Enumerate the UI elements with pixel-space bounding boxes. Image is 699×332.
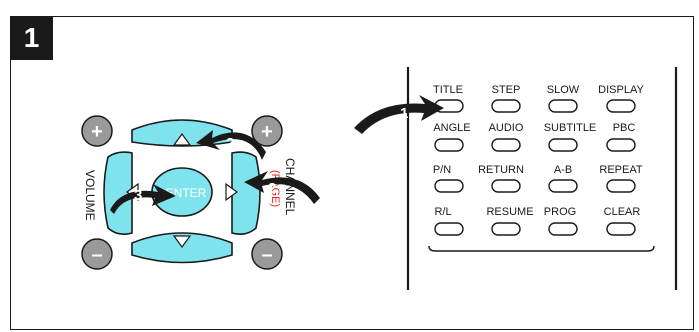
left-arrow-button[interactable] — [103, 151, 139, 235]
enter-label: ENTER — [166, 186, 207, 200]
enter-button[interactable]: ENTER — [151, 167, 213, 217]
display-key-label: DISPLAY — [598, 84, 644, 96]
rl-key[interactable]: R/L — [434, 206, 464, 236]
plus-icon: + — [91, 121, 103, 143]
plus-icon: + — [261, 121, 273, 143]
minus-icon: – — [261, 244, 272, 266]
step-key-label: STEP — [492, 84, 521, 96]
slow-key[interactable]: SLOW — [547, 84, 580, 113]
pn-key[interactable]: P/N — [433, 164, 464, 193]
clear-key[interactable]: CLEAR — [604, 206, 641, 236]
channel-down-button[interactable]: – — [251, 238, 283, 270]
angle-key[interactable]: ANGLE — [433, 122, 471, 152]
resume-key-label: RESUME — [486, 206, 533, 218]
right-triangle-icon — [225, 182, 239, 202]
right-arrow-button[interactable] — [225, 151, 261, 235]
volume-down-button[interactable]: – — [81, 238, 113, 270]
resume-key[interactable]: RESUME — [486, 206, 534, 236]
arrow-marker-1-title: 1 — [354, 95, 444, 134]
pbc-key[interactable]: PBC — [606, 122, 636, 152]
pn-key-label: P/N — [433, 164, 451, 176]
return-key-label: RETURN — [478, 164, 524, 176]
prog-key-label: PROG — [544, 206, 576, 218]
svg-text:2: 2 — [226, 135, 234, 152]
prog-key[interactable]: PROG — [544, 206, 578, 236]
down-triangle-icon — [172, 235, 192, 249]
up-arrow-button[interactable] — [131, 119, 233, 147]
display-key[interactable]: DISPLAY — [598, 84, 644, 113]
audio-key-label: AUDIO — [489, 122, 524, 134]
ab-key-label: A-B — [554, 164, 572, 176]
volume-label: VOLUME — [83, 170, 97, 221]
title-key-label: TITLE — [433, 84, 463, 96]
up-triangle-icon — [172, 132, 192, 146]
down-arrow-button[interactable] — [131, 232, 233, 264]
channel-label: CHANNEL — [283, 158, 297, 216]
rl-key-label: R/L — [434, 206, 451, 218]
subtitle-key-label: SUBTITLE — [544, 122, 597, 134]
step-key[interactable]: STEP — [491, 84, 521, 113]
pbc-key-label: PBC — [613, 122, 636, 134]
svg-text:1: 1 — [400, 105, 408, 122]
arrow-marker-2-up: 2 — [196, 130, 266, 160]
arrow-marker-2-right: 2 — [244, 171, 320, 204]
minus-icon: – — [91, 244, 102, 266]
subtitle-key[interactable]: SUBTITLE — [544, 122, 597, 152]
arrow-marker-3-enter: 3 — [110, 184, 176, 214]
svg-text:3: 3 — [134, 187, 142, 204]
repeat-key[interactable]: REPEAT — [599, 164, 643, 193]
illustration-frame — [10, 16, 694, 330]
channel-up-button[interactable]: + — [251, 115, 283, 147]
angle-key-label: ANGLE — [433, 122, 470, 134]
ab-key[interactable]: A-B — [548, 164, 578, 193]
return-key[interactable]: RETURN — [478, 164, 524, 193]
svg-text:2: 2 — [268, 180, 276, 197]
panel-bracket — [428, 245, 655, 252]
repeat-key-label: REPEAT — [599, 164, 642, 176]
audio-key[interactable]: AUDIO — [489, 122, 524, 152]
step-number-badge: 1 — [10, 16, 53, 60]
volume-up-button[interactable]: + — [81, 115, 113, 147]
slow-key-label: SLOW — [547, 84, 580, 96]
clear-key-label: CLEAR — [604, 206, 641, 218]
